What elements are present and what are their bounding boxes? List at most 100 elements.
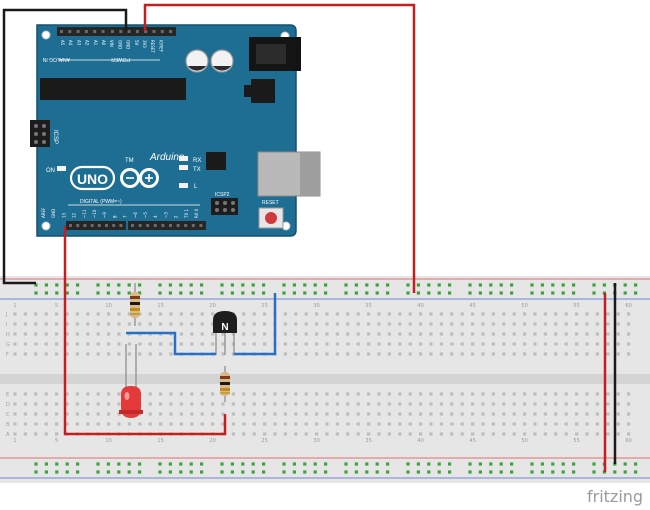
center-channel: [0, 374, 650, 384]
rail-hole: [437, 462, 441, 466]
wire-red-5v: [143, 3, 416, 293]
breadboard-hole: [148, 412, 152, 416]
breadboard-hole: [179, 422, 183, 426]
icsp2-pin: [231, 201, 235, 205]
breadboard-hole: [325, 402, 329, 406]
breadboard-hole: [429, 342, 433, 346]
breadboard-hole: [419, 342, 423, 346]
rail-hole: [540, 283, 544, 287]
rail-hole: [313, 470, 317, 474]
header-pin: [83, 224, 87, 227]
rail-hole: [117, 470, 121, 474]
tx-label: TX: [193, 167, 201, 173]
breadboard-hole: [533, 352, 537, 356]
breadboard-hole: [86, 312, 90, 316]
rail-hole: [623, 283, 627, 287]
breadboard-hole: [575, 412, 579, 416]
breadboard-hole: [304, 392, 308, 396]
breadboard-hole: [585, 322, 589, 326]
rail-hole: [96, 470, 100, 474]
breadboard-hole: [564, 352, 568, 356]
breadboard-hole: [419, 332, 423, 336]
breadboard-hole: [595, 312, 599, 316]
rail-hole: [406, 283, 410, 287]
digital-label: DIGITAL (PWM=~): [80, 199, 122, 205]
column-marker: 25: [261, 438, 267, 444]
breadboard-hole: [533, 342, 537, 346]
header-pin-label: GND: [117, 40, 122, 49]
breadboard-hole: [159, 392, 163, 396]
breadboard-hole: [543, 412, 547, 416]
breadboard-hole: [481, 312, 485, 316]
breadboard-hole: [575, 392, 579, 396]
breadboard-hole: [491, 342, 495, 346]
rail-hole: [241, 462, 245, 466]
breadboard-hole: [335, 342, 339, 346]
breadboard-hole: [221, 422, 225, 426]
breadboard-hole: [367, 332, 371, 336]
breadboard-hole: [471, 322, 475, 326]
breadboard-hole: [13, 352, 17, 356]
breadboard-hole: [377, 342, 381, 346]
rail-hole: [499, 291, 503, 295]
rail-hole: [344, 283, 348, 287]
l-led: [179, 183, 188, 188]
icsp-header: [30, 120, 50, 147]
breadboard-hole: [107, 412, 111, 416]
breadboard-hole: [450, 392, 454, 396]
header-pin-label: A0: [101, 40, 106, 46]
breadboard-hole: [564, 322, 568, 326]
breadboard-hole: [55, 412, 59, 416]
breadboard-hole: [387, 422, 391, 426]
breadboard-hole: [491, 332, 495, 336]
breadboard-hole: [481, 392, 485, 396]
breadboard-hole: [471, 312, 475, 316]
breadboard-hole: [481, 402, 485, 406]
breadboard-hole: [159, 312, 163, 316]
header-pin: [127, 30, 131, 33]
header-pin: [93, 30, 97, 33]
breadboard-hole: [523, 412, 527, 416]
power-label: POWER: [111, 56, 130, 62]
breadboard-hole: [75, 392, 79, 396]
row-letter: I: [6, 322, 7, 328]
capacitor-mark: [188, 66, 206, 71]
rail-hole: [262, 462, 266, 466]
breadboard-hole: [575, 432, 579, 436]
breadboard-hole: [408, 352, 412, 356]
breadboard-hole: [34, 412, 38, 416]
header-pin: [169, 224, 172, 227]
breadboard-hole: [616, 342, 620, 346]
rail-hole: [76, 291, 80, 295]
rail-hole: [55, 462, 59, 466]
rail-hole: [510, 470, 514, 474]
breadboard-hole: [419, 432, 423, 436]
breadboard-hole: [627, 332, 631, 336]
header-pin-label: 12: [72, 212, 77, 218]
breadboard-hole: [429, 352, 433, 356]
header-pin: [111, 30, 114, 33]
breadboard-hole: [450, 412, 454, 416]
wire-blue-collector: [126, 331, 216, 356]
breadboard-hole: [377, 422, 381, 426]
header-pin-label: RX 0: [194, 208, 199, 218]
column-marker: 1: [13, 303, 16, 309]
breadboard-hole: [585, 432, 589, 436]
rail-hole: [386, 462, 390, 466]
arduino-brand: Arduino: [149, 152, 185, 163]
breadboard-hole: [304, 432, 308, 436]
rail-hole: [468, 283, 472, 287]
breadboard-hole: [408, 412, 412, 416]
breadboard-hole: [575, 312, 579, 316]
breadboard-hole: [263, 402, 267, 406]
rail-hole: [468, 470, 472, 474]
breadboard-hole: [86, 392, 90, 396]
breadboard-hole: [346, 402, 350, 406]
rail-hole: [220, 462, 224, 466]
breadboard-hole: [564, 392, 568, 396]
breadboard-hole: [148, 342, 152, 346]
breadboard-hole: [387, 322, 391, 326]
breadboard-hole: [315, 332, 319, 336]
breadboard-holes: [13, 283, 638, 474]
breadboard-hole: [419, 392, 423, 396]
